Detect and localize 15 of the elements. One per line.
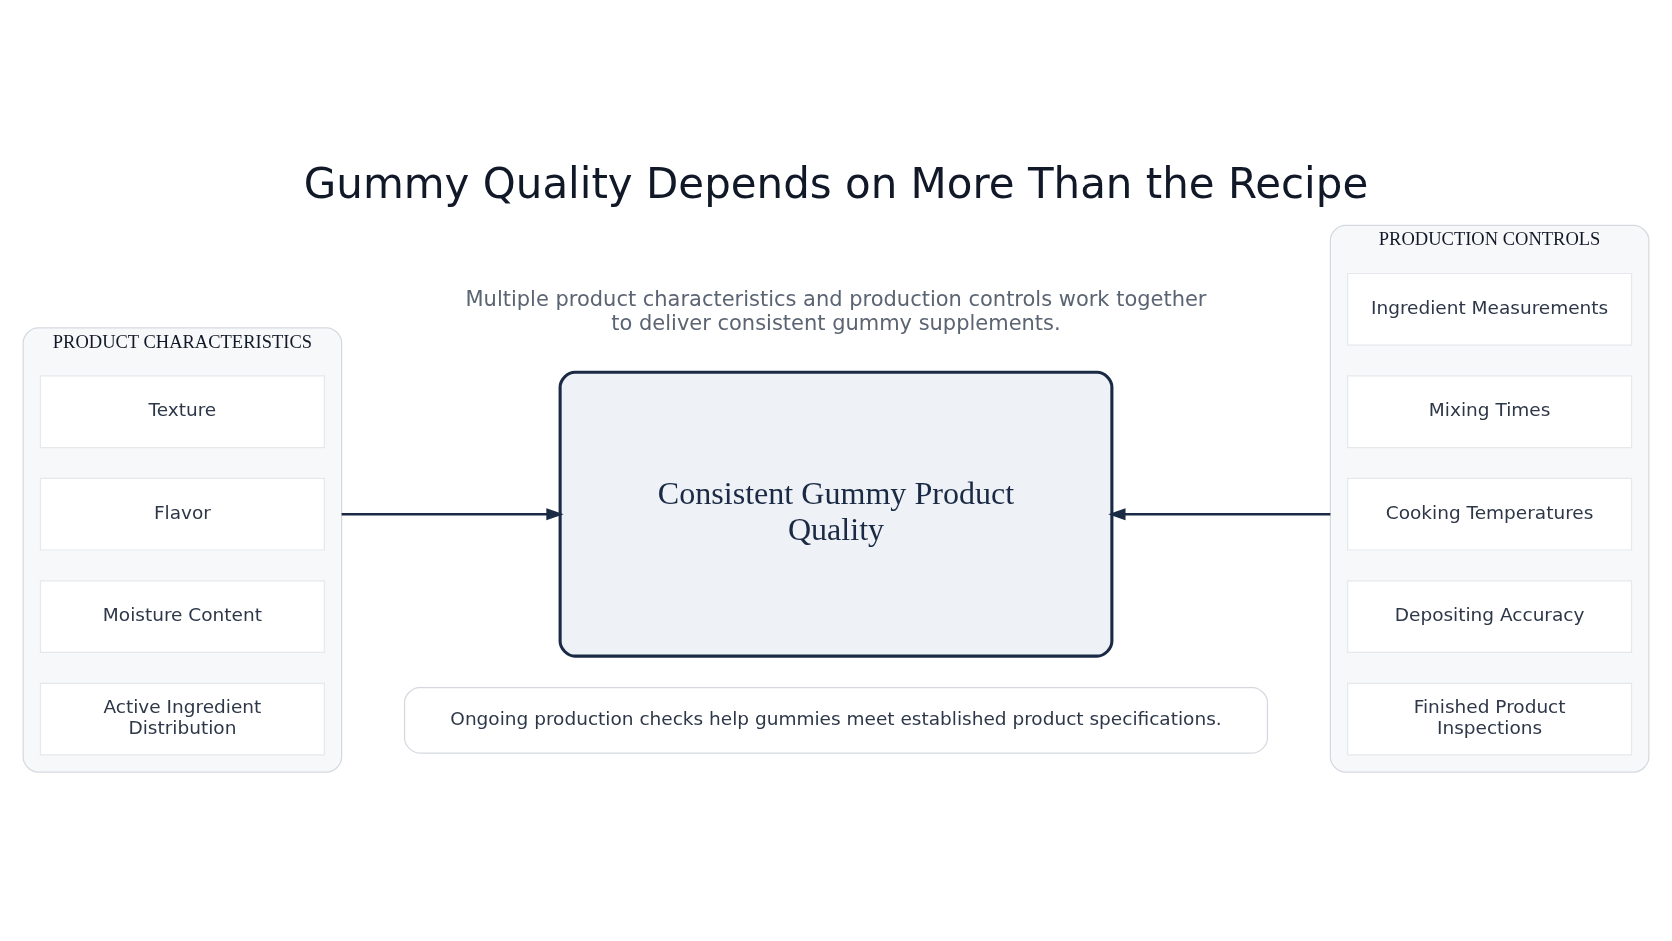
label: Multiple product characteristics and production controls work together to deliver consistent gummy supplements. <box>465 286 1207 335</box>
node-box: Depositing Accuracy <box>1347 579 1633 653</box>
node-box: Cooking Temperatures <box>1347 477 1633 551</box>
node-box: Texture <box>39 374 325 448</box>
node-box: Ingredient Measurements <box>1347 272 1633 346</box>
diagram-title: Gummy Quality Depends on More Than the Recipe <box>303 158 1369 208</box>
node-box: Active Ingredient Distribution <box>39 682 325 756</box>
node-box: Flavor <box>39 477 325 551</box>
arrow <box>1108 507 1331 520</box>
node-box: Consistent Gummy Product Quality <box>558 370 1114 658</box>
node-box: Moisture Content <box>39 579 325 653</box>
arrow <box>341 507 564 520</box>
node-box: Mixing Times <box>1347 374 1633 448</box>
node-box: Ongoing production checks help gummies meet established product specifications. <box>403 686 1269 754</box>
node-box: Finished Product Inspections <box>1347 682 1633 756</box>
